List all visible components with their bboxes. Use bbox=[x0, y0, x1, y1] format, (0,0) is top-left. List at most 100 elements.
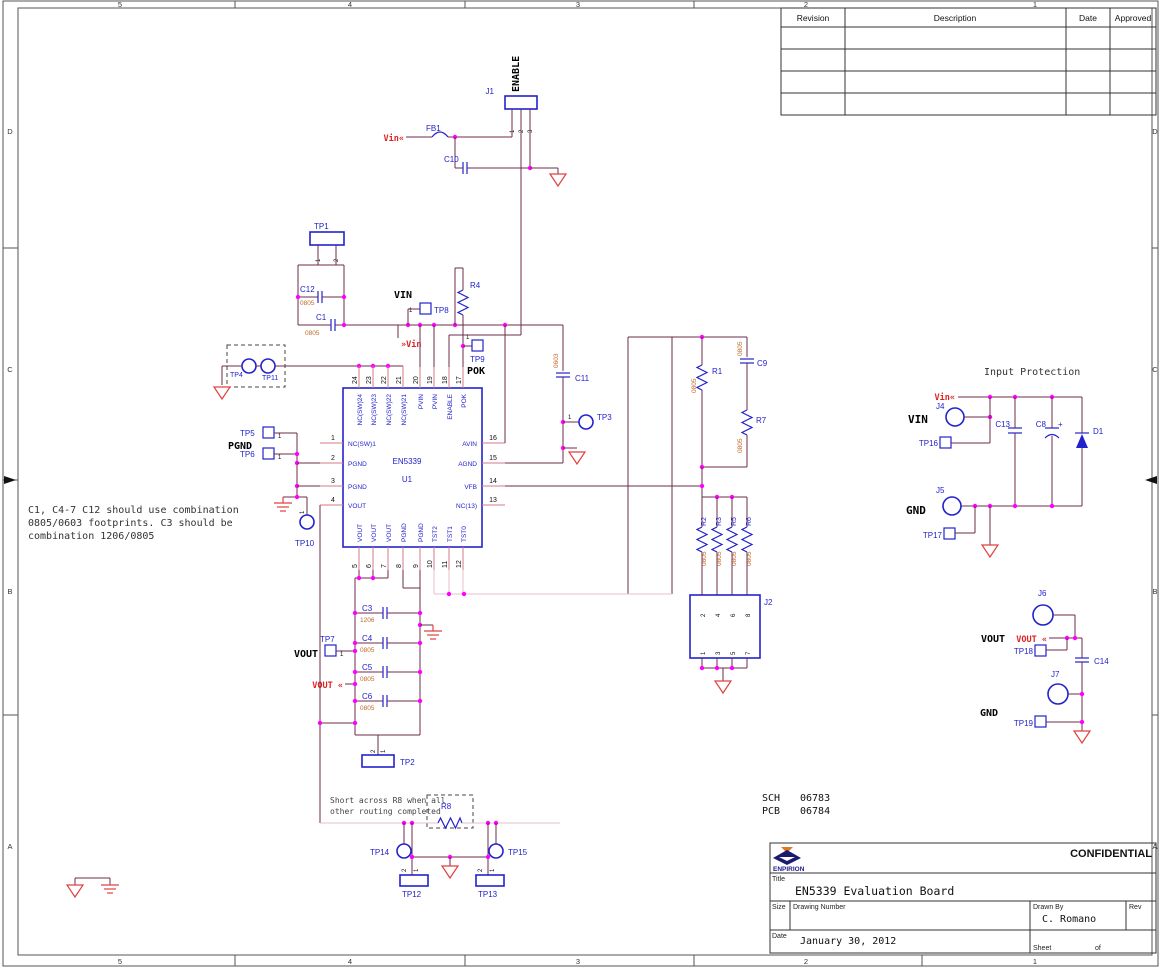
d1-diode-icon bbox=[1076, 434, 1088, 448]
c11-ref: C11 bbox=[575, 374, 590, 383]
pin-number: 8 bbox=[396, 564, 403, 568]
r7-footprint: 0805 bbox=[737, 438, 744, 453]
title-block: ENPIRION CONFIDENTIAL Title EN5339 Evalu… bbox=[762, 793, 1157, 954]
ic-part-number: EN5339 bbox=[393, 457, 422, 466]
tp5-label: TP5 bbox=[240, 429, 255, 438]
r1-resistor-icon bbox=[695, 364, 709, 391]
r8-dashed-box bbox=[426, 794, 474, 829]
pin-name: PGND bbox=[348, 461, 367, 468]
grid-col: 1 bbox=[1033, 957, 1037, 966]
pin-name: POK bbox=[461, 393, 468, 407]
pin-number: 21 bbox=[396, 376, 403, 384]
pin-name: NC(SW)24 bbox=[357, 394, 364, 426]
grid-col: 4 bbox=[348, 0, 352, 9]
grid-row: A bbox=[1152, 842, 1157, 851]
pgnd-testpoint-section: TP5 1 PGND TP6 1 1 TP10 bbox=[228, 426, 320, 548]
r6-footprint: 0805 bbox=[746, 551, 753, 566]
r8-note-line2: other routing completed bbox=[330, 807, 441, 816]
c1-ref: C1 bbox=[316, 313, 327, 322]
pin-name: TST2 bbox=[432, 526, 439, 542]
j1-pin1: 1 bbox=[510, 129, 516, 133]
tp12-testpoint bbox=[399, 874, 429, 887]
note-line: combination 1206/0805 bbox=[28, 531, 154, 542]
vin-flag-out: »Vin bbox=[401, 339, 421, 350]
r6-ref: R6 bbox=[746, 517, 753, 526]
sch-number: 06783 bbox=[800, 793, 830, 804]
vout-out-label: VOUT bbox=[981, 634, 1005, 645]
tp15-label: TP15 bbox=[508, 848, 528, 857]
j4-connector bbox=[945, 407, 965, 427]
tp7-testpoint bbox=[324, 644, 337, 657]
pin-number: 7 bbox=[381, 564, 388, 568]
sheet-of-label: of bbox=[1095, 945, 1101, 952]
pin-name: VOUT bbox=[371, 524, 378, 542]
feedback-divider-section: R1 0805 C9 0805 R7 0805 bbox=[627, 334, 768, 594]
ground-icon bbox=[212, 386, 232, 401]
j1-enable-label: ENABLE bbox=[511, 56, 522, 92]
grid-row: D bbox=[7, 127, 13, 136]
pin-name: ENABLE bbox=[447, 393, 454, 419]
tp6-testpoint bbox=[262, 447, 275, 460]
r2-footprint: 0805 bbox=[701, 551, 708, 566]
pin-name: PGND bbox=[348, 484, 367, 491]
pin-name: VOUT bbox=[357, 524, 364, 542]
approved-header: Approved bbox=[1115, 13, 1152, 23]
sch-label: SCH bbox=[762, 793, 780, 804]
ground-icon bbox=[567, 451, 587, 466]
r5-resistor-icon bbox=[725, 526, 739, 553]
pin-number: 15 bbox=[489, 455, 497, 462]
pin-name: NC(13) bbox=[456, 503, 477, 510]
ground-icon bbox=[1072, 730, 1092, 745]
brand-text: ENPIRION bbox=[773, 866, 805, 873]
input-protection-section: Input Protection Vin« J4 VIN TP16 C13 C8… bbox=[906, 367, 1104, 559]
r7-ref: R7 bbox=[756, 416, 767, 425]
tp3-label: TP3 bbox=[597, 413, 612, 422]
tp8-testpoint bbox=[419, 302, 432, 315]
r2-resistor-icon bbox=[695, 526, 709, 553]
tp10-pin1: 1 bbox=[300, 510, 306, 514]
grid-row: A bbox=[7, 842, 12, 851]
c5-capacitor: C5 0805 bbox=[352, 663, 423, 683]
pin-name: VOUT bbox=[386, 524, 393, 542]
tp16-testpoint bbox=[939, 436, 952, 449]
revision-header: Revision bbox=[797, 13, 830, 23]
c6-ref: C6 bbox=[362, 692, 373, 701]
c3-capacitor: C3 1206 bbox=[352, 604, 423, 624]
input-protection-title: Input Protection bbox=[984, 367, 1080, 378]
d1-ref: D1 bbox=[1093, 427, 1104, 436]
title-label: Title bbox=[772, 876, 785, 883]
note-line: 0805/0603 footprints. C3 should be bbox=[28, 518, 233, 529]
vin-net-label: VIN bbox=[394, 290, 412, 301]
drawn-by-label: Drawn By bbox=[1033, 904, 1064, 911]
tp17-label: TP17 bbox=[923, 531, 943, 540]
tp3-pin1: 1 bbox=[568, 415, 572, 421]
pcb-label: PCB bbox=[762, 806, 780, 817]
c4-capacitor: C4 0805 bbox=[352, 634, 423, 654]
sheet-label: Sheet bbox=[1033, 945, 1051, 952]
c5-ref: C5 bbox=[362, 663, 373, 672]
j2-pin: 6 bbox=[731, 613, 737, 617]
grid-row: C bbox=[7, 365, 13, 374]
enpirion-logo-icon: ENPIRION bbox=[773, 847, 805, 873]
ic-body bbox=[342, 387, 483, 548]
j2-pin: 1 bbox=[701, 651, 707, 655]
tp8-pin1: 1 bbox=[409, 308, 413, 314]
vin-ip-label: VIN bbox=[908, 413, 928, 426]
tp9-label: TP9 bbox=[470, 355, 485, 364]
r6-resistor-icon bbox=[740, 526, 754, 553]
tp10-label: TP10 bbox=[295, 539, 315, 548]
ic-u1: EN5339 U1 bbox=[320, 366, 505, 570]
pin-name: NC(SW)1 bbox=[348, 441, 376, 448]
pin-name: PVIN bbox=[418, 394, 425, 409]
ground-icon bbox=[548, 173, 568, 188]
c12-footprint: 0805 bbox=[300, 300, 315, 307]
gnd-ip-label: GND bbox=[906, 504, 926, 517]
tp2-label: TP2 bbox=[400, 758, 415, 767]
r3-ref: R3 bbox=[716, 517, 723, 526]
c4-ref: C4 bbox=[362, 634, 373, 643]
drawing-title: EN5339 Evaluation Board bbox=[795, 884, 954, 898]
grid-col: 4 bbox=[348, 957, 352, 966]
tp11-testpoint bbox=[260, 358, 276, 374]
pin-name: TST1 bbox=[447, 526, 454, 542]
